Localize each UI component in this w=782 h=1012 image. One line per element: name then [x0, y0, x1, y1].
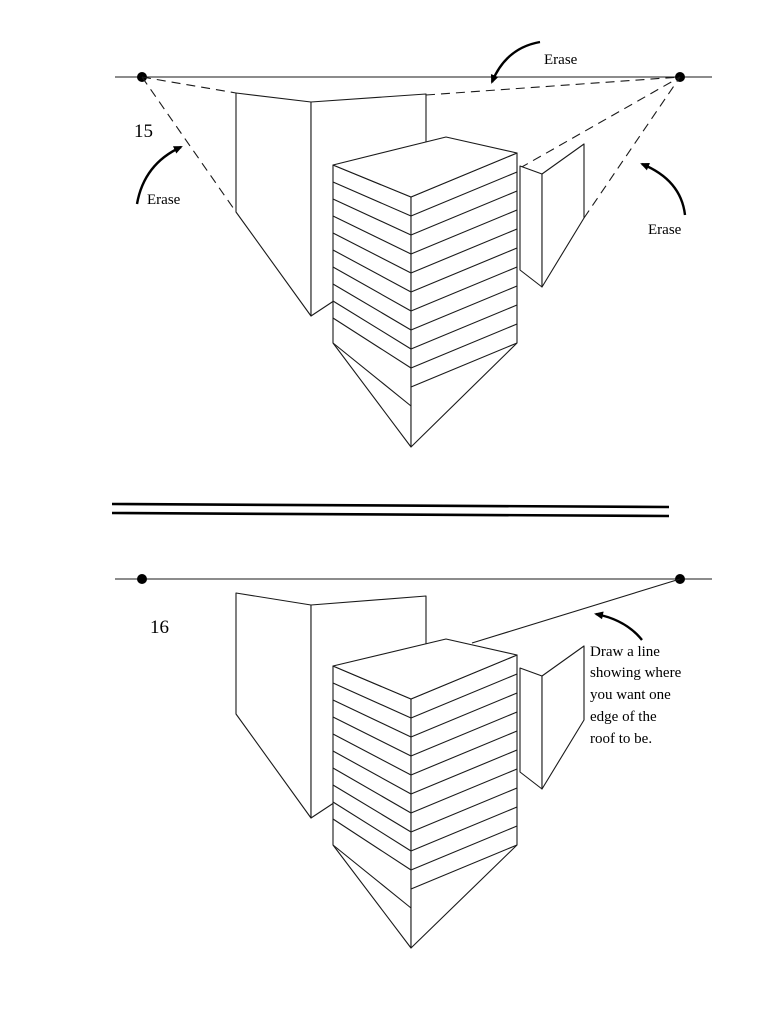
floor-bands — [332, 171, 518, 407]
erase-arrow-top — [490, 40, 541, 84]
erase-label-top: Erase — [544, 52, 578, 68]
guide-line-top — [425, 76, 681, 96]
erase-arrow-right — [640, 162, 687, 216]
guide-line-right-mid — [519, 76, 681, 169]
section-divider — [111, 502, 670, 518]
back-building-right — [519, 645, 585, 790]
step-15-panel: 15 Erase Erase Erase — [115, 40, 712, 448]
guide-line-left-high — [141, 76, 237, 94]
erase-label-left: Erase — [147, 192, 181, 208]
svg-text:showing where: showing where — [590, 665, 682, 681]
front-building — [332, 638, 518, 949]
instruction-arrow — [594, 611, 643, 641]
front-building — [332, 136, 518, 448]
erase-label-right: Erase — [648, 222, 682, 238]
erase-arrow-left — [135, 145, 183, 205]
floor-bands — [332, 673, 518, 909]
svg-text:Draw a line: Draw a line — [590, 644, 660, 660]
guide-line-left-low — [141, 76, 237, 213]
roof-edge-line — [471, 578, 681, 644]
instruction-text: Draw a line showing where you want one e… — [590, 644, 682, 747]
svg-text:roof to be.: roof to be. — [590, 731, 652, 747]
step-number: 15 — [134, 121, 153, 142]
svg-text:you want one: you want one — [590, 687, 671, 703]
back-building-right — [519, 143, 585, 288]
step-16-panel: 16 Draw a line showing where you want on… — [115, 574, 712, 949]
svg-text:edge of the: edge of the — [590, 709, 657, 725]
guide-line-right-low — [583, 76, 681, 219]
left-vanishing-point — [137, 574, 147, 584]
step-number: 16 — [150, 617, 169, 638]
